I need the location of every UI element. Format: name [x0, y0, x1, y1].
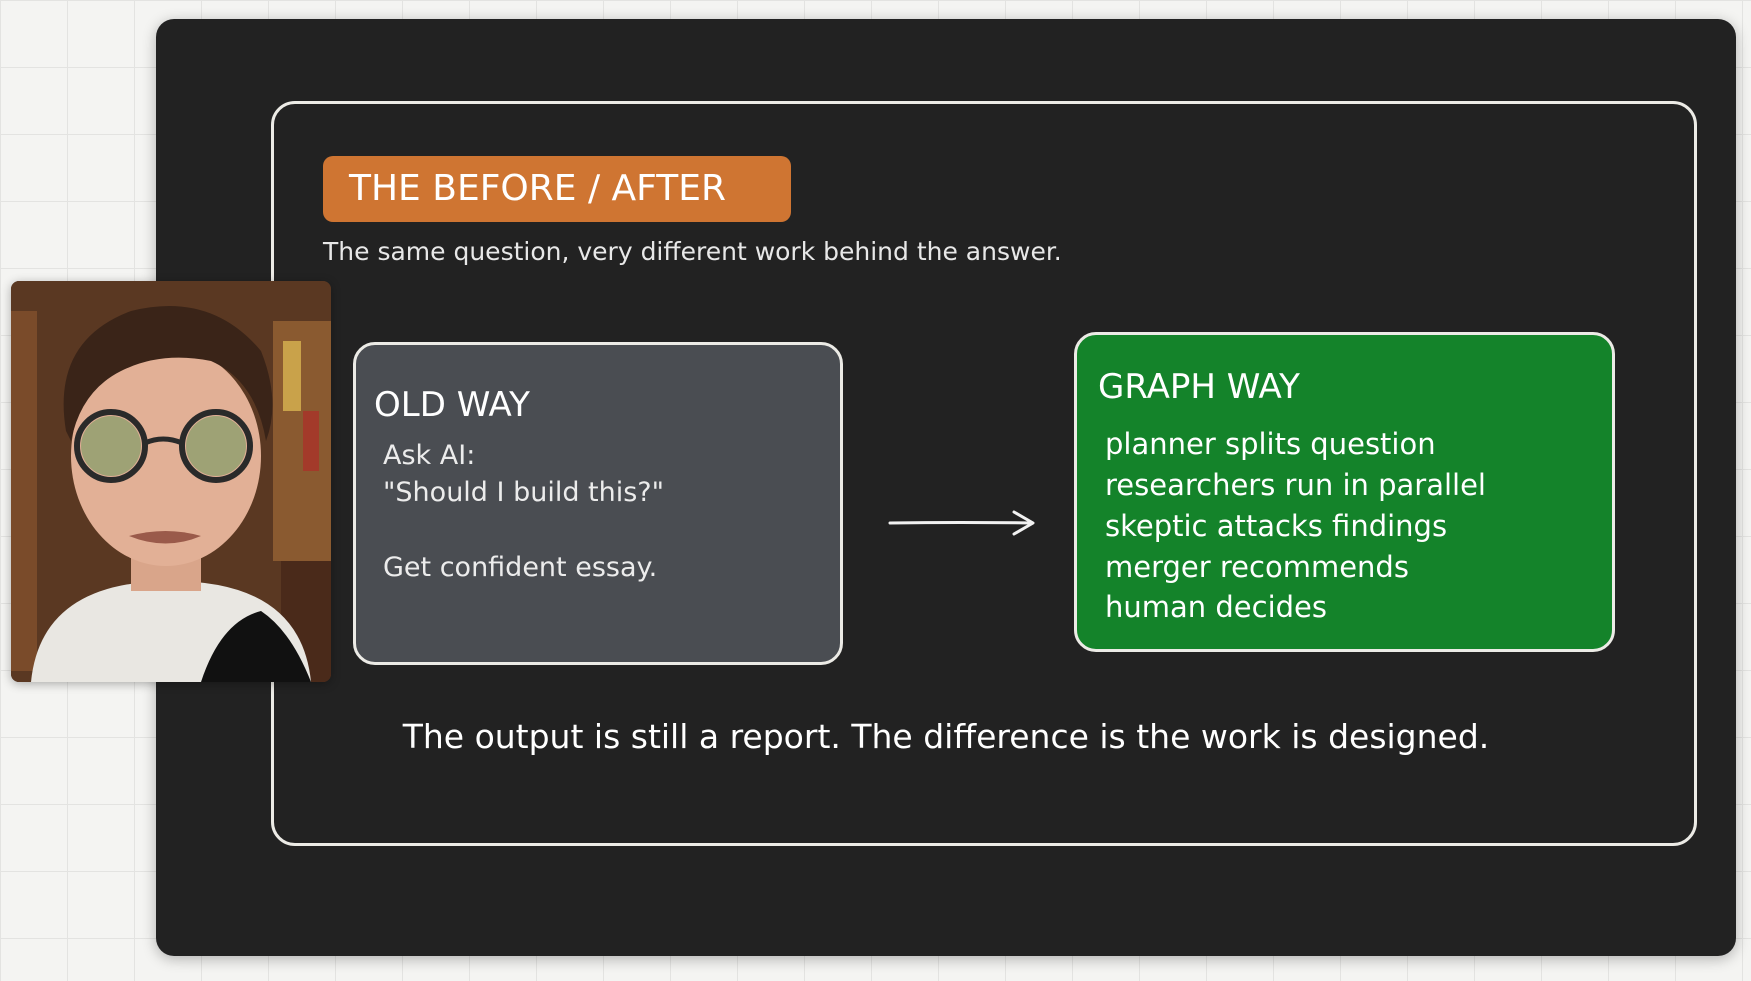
graph-way-title: GRAPH WAY [1098, 367, 1300, 407]
footer-statement: The output is still a report. The differ… [402, 717, 1490, 756]
old-way-line: "Should I build this?" [383, 477, 665, 508]
graph-way-step: merger recommends [1105, 550, 1409, 584]
right-arrow-icon [888, 510, 1035, 536]
presenter-avatar [11, 281, 331, 682]
slide-subtitle: The same question, very different work b… [323, 237, 1062, 266]
graph-way-step: researchers run in parallel [1105, 468, 1486, 502]
old-way-title: OLD WAY [374, 385, 530, 425]
graph-way-box: GRAPH WAY planner splits question resear… [1074, 332, 1615, 652]
graph-way-step: human decides [1105, 590, 1327, 624]
slide: THE BEFORE / AFTER The same question, ve… [156, 19, 1736, 956]
graph-way-step: planner splits question [1105, 427, 1436, 461]
webcam-overlay [11, 281, 331, 682]
old-way-line: Get confident essay. [383, 552, 658, 583]
old-way-box: OLD WAY Ask AI: "Should I build this?" G… [353, 342, 843, 665]
graph-way-step: skeptic attacks findings [1105, 509, 1448, 543]
old-way-line: Ask AI: [383, 440, 476, 471]
section-badge: THE BEFORE / AFTER [323, 156, 791, 222]
